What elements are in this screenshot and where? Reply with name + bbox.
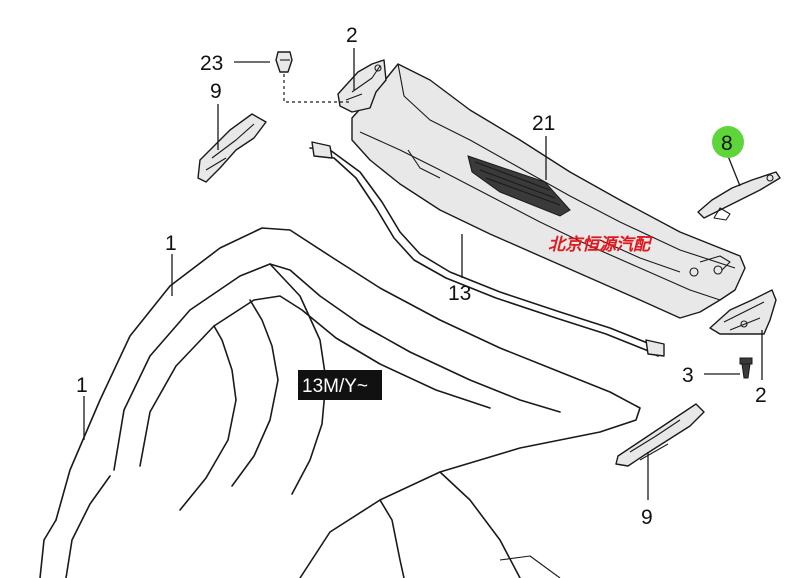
- leader-lines: [83, 48, 763, 500]
- hood-panel: [39, 227, 641, 578]
- callout-3: 3: [682, 364, 694, 387]
- bolt: [739, 357, 753, 379]
- callout-1-lower: 1: [76, 374, 88, 397]
- callout-9-top: 9: [210, 80, 222, 103]
- callout-13: 13: [448, 282, 471, 305]
- callout-23: 23: [200, 52, 223, 75]
- side-trim: [697, 171, 781, 221]
- model-tag: 13M/Y~: [302, 376, 368, 397]
- hinge-right: [709, 289, 777, 335]
- bracket-top: [197, 113, 267, 183]
- cowl-weatherstrip: [309, 141, 665, 357]
- callout-2-top: 2: [346, 24, 358, 47]
- callout-21: 21: [532, 112, 555, 135]
- callout-1-upper: 1: [165, 232, 177, 255]
- bracket-bottom: [615, 403, 705, 467]
- callout-8: 8: [721, 132, 733, 155]
- callout-8-highlight: [712, 126, 744, 158]
- callout-2-right: 2: [755, 384, 767, 407]
- cowl-top-panel: [351, 63, 746, 319]
- clip: [275, 51, 293, 73]
- callout-9-bottom: 9: [641, 506, 653, 529]
- model-tag-box: [298, 370, 382, 400]
- hinge-top: [337, 59, 387, 113]
- watermark-text: 北京恒源汽配: [548, 235, 653, 255]
